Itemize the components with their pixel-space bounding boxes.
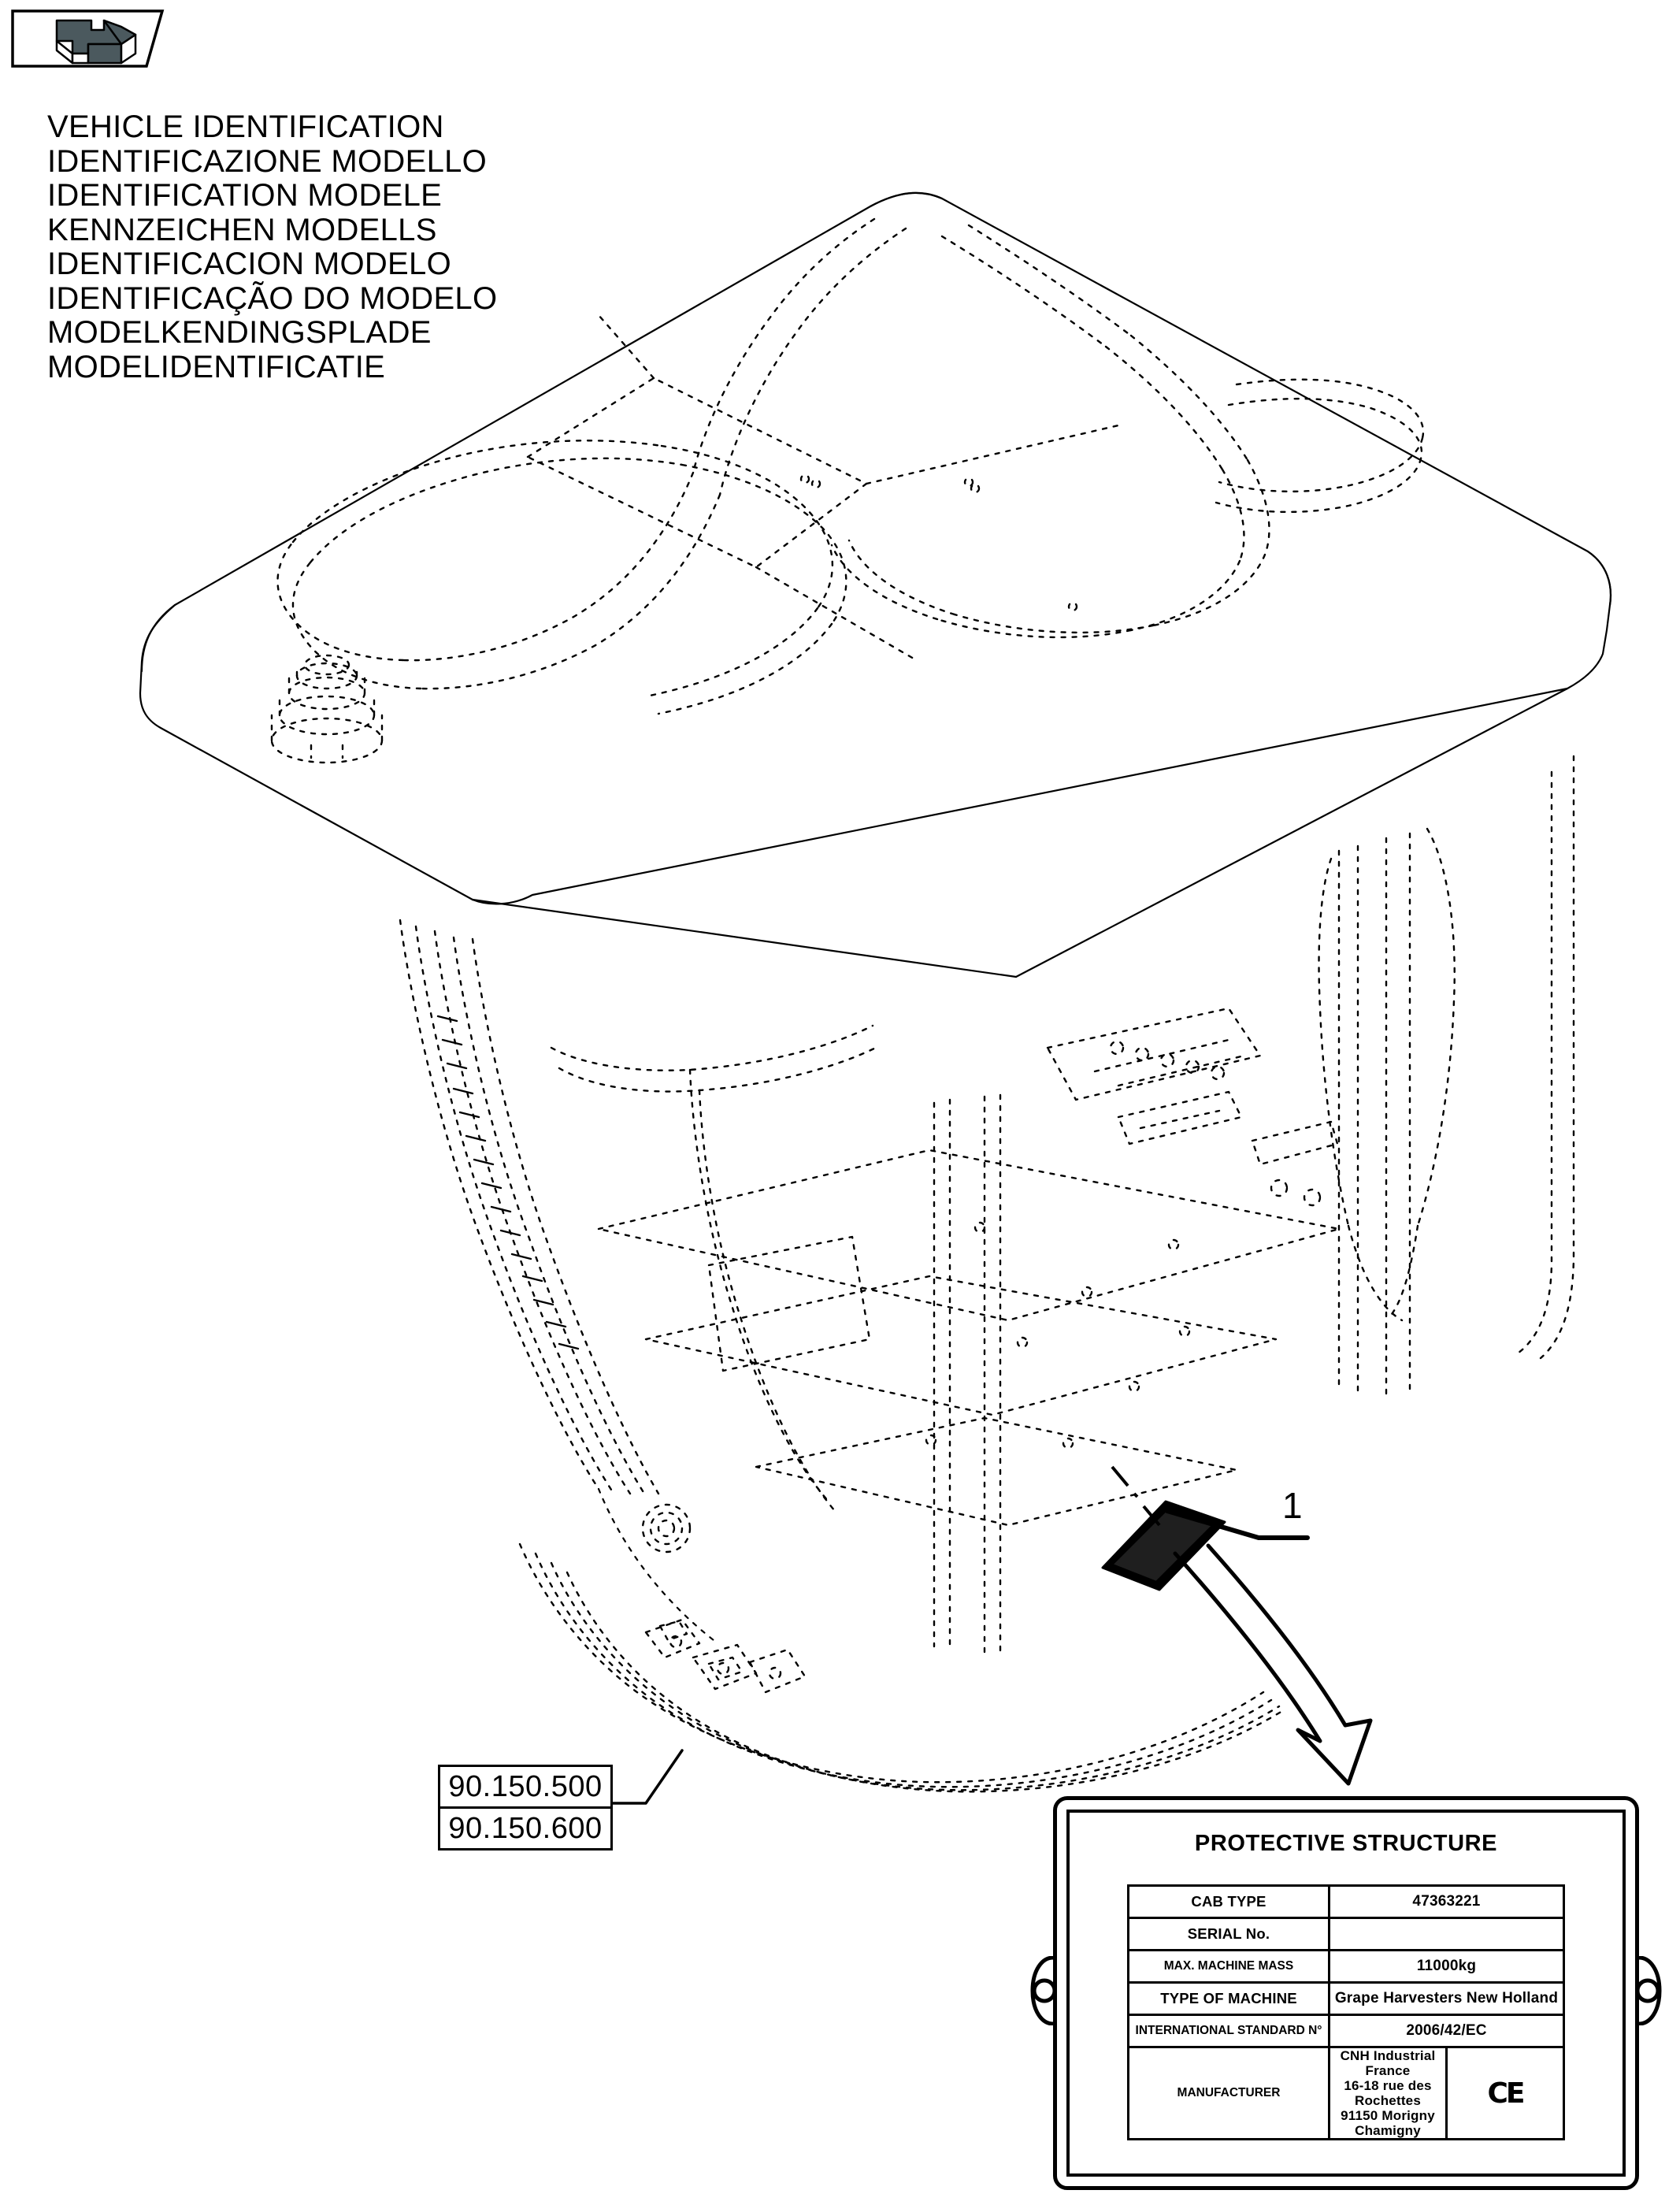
table-row: MANUFACTURER CNH Industrial France 16-18… [1127,2046,1565,2140]
title-line-en: VEHICLE IDENTIFICATION [47,110,444,144]
plate-spec-table: CAB TYPE 47363221 SERIAL No. MAX. MACHIN… [1127,1884,1565,2140]
cell-label-manufacturer: MANUFACTURER [1127,2046,1330,2140]
title-line-fr: IDENTIFICATION MODELE [47,178,443,213]
cell-value-max-machine-mass: 11000kg [1328,1949,1565,1984]
title-line-de: KENNZEICHEN MODELLS [47,212,437,247]
ce-mark-icon: CE [1487,2077,1525,2110]
cell-value-serial-no [1328,1917,1565,1951]
cell-value-manufacturer-address: CNH Industrial France 16-18 rue des Roch… [1328,2046,1448,2140]
cell-label-serial-no: SERIAL No. [1127,1917,1330,1951]
vehicle-identification-title-block: VEHICLE IDENTIFICATION IDENTIFICAZIONE M… [47,110,646,384]
manufacturer-line-2: 16-18 rue des Rochettes [1344,2078,1432,2108]
page-icon [11,9,165,68]
table-row: MAX. MACHINE MASS 11000kg [1127,1949,1565,1984]
cell-label-type-of-machine: TYPE OF MACHINE [1127,1981,1330,2016]
table-row: SERIAL No. [1127,1917,1565,1951]
exploded-view-arrow-icon [11,9,165,68]
cell-value-international-standard: 2006/42/EC [1328,2014,1565,2048]
table-row: CAB TYPE 47363221 [1127,1884,1565,1919]
title-line-pt: IDENTIFICAÇÃO DO MODELO [47,280,498,316]
callout-number-1: 1 [1282,1485,1303,1526]
cell-value-type-of-machine: Grape Harvesters New Holland [1328,1981,1565,2016]
cell-label-cab-type: CAB TYPE [1127,1884,1330,1919]
table-row: TYPE OF MACHINE Grape Harvesters New Hol… [1127,1981,1565,2016]
title-line-da: MODELKENDINGSPLADE [47,315,432,350]
cell-value-cab-type: 47363221 [1328,1884,1565,1919]
reference-number-boxes: 90.150.500 90.150.600 [438,1765,613,1850]
cell-label-international-standard: INTERNATIONAL STANDARD N° [1127,2014,1330,2048]
cell-ce-mark: CE [1445,2046,1565,2140]
manufacturer-line-1: CNH Industrial France [1340,2048,1436,2078]
reference-number-1[interactable]: 90.150.500 [448,1770,603,1803]
cell-label-max-machine-mass: MAX. MACHINE MASS [1127,1949,1330,1984]
title-line-it: IDENTIFICAZIONE MODELLO [47,143,488,179]
protective-structure-data-plate: PROTECTIVE STRUCTURE CAB TYPE 47363221 S… [1030,1796,1662,2190]
table-row: INTERNATIONAL STANDARD N° 2006/42/EC [1127,2014,1565,2048]
plate-title: PROTECTIVE STRUCTURE [1194,1831,1498,1856]
manufacturer-line-3: 91150 Morigny Chamigny [1341,2108,1435,2138]
title-line-nl: MODELIDENTIFICATIE [47,349,386,384]
reference-number-2[interactable]: 90.150.600 [440,1806,610,1848]
title-line-es: IDENTIFICACION MODELO [47,247,451,281]
